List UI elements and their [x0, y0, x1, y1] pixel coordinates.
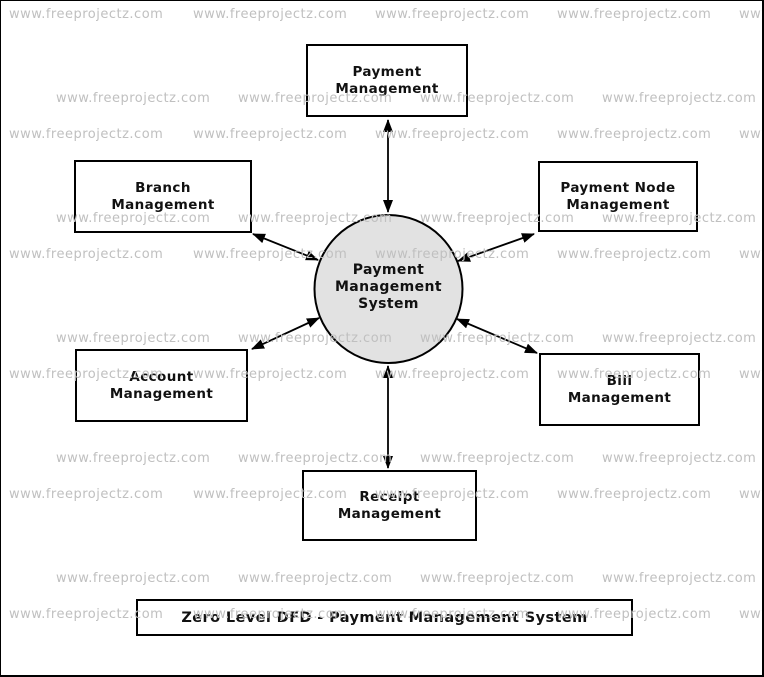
node-label: Branch Management	[111, 179, 215, 213]
node-label: Bili Management	[567, 372, 672, 406]
node-bili-management: Bili Management	[539, 353, 700, 426]
node-label: Account Management	[109, 368, 214, 402]
connector-branch-management	[252, 233, 319, 261]
process-circle	[313, 214, 464, 364]
node-label: Receipt Management	[337, 488, 442, 522]
process-circle-label: Payment Management System	[334, 262, 443, 312]
connector-account-management	[251, 317, 320, 350]
connector-payment-node-management	[457, 233, 535, 262]
node-payment-management: Payment Management	[306, 44, 468, 117]
node-branch-management: Branch Management	[74, 160, 252, 233]
node-receipt-management: Receipt Management	[302, 470, 477, 541]
node-label: Payment Node Management	[560, 179, 676, 213]
node-payment-node-management: Payment Node Management	[538, 161, 698, 232]
node-label: Payment Management	[335, 63, 439, 97]
diagram-title: Zero Level DFD - Payment Management Syst…	[181, 609, 588, 626]
connector-bili-management	[456, 318, 538, 354]
diagram-title-box: Zero Level DFD - Payment Management Syst…	[136, 599, 633, 636]
node-account-management: Account Management	[75, 349, 248, 422]
